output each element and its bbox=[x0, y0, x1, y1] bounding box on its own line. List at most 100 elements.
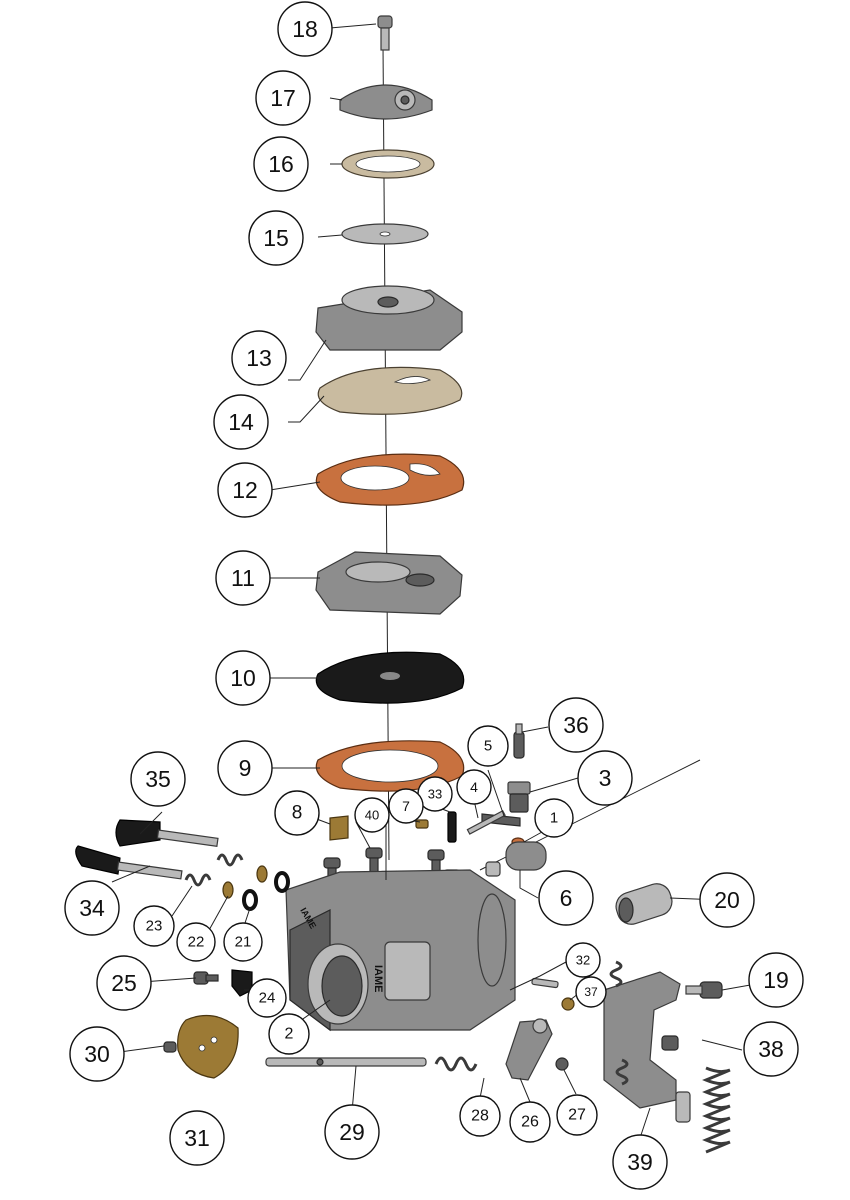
callout-5: 5 bbox=[467, 725, 509, 767]
callout-37: 37 bbox=[575, 976, 607, 1008]
callout-39: 39 bbox=[612, 1134, 668, 1190]
part-10-diaphragm bbox=[315, 651, 465, 704]
callout-2: 2 bbox=[268, 1013, 310, 1055]
part-28-return-spring bbox=[434, 1056, 478, 1072]
part-31-throttle-plate bbox=[177, 1014, 239, 1079]
callout-34: 34 bbox=[64, 880, 120, 936]
svg-text:37: 37 bbox=[584, 985, 598, 999]
callout-15: 15 bbox=[248, 210, 304, 266]
callout-27: 27 bbox=[556, 1094, 598, 1136]
svg-text:36: 36 bbox=[563, 712, 589, 738]
svg-text:4: 4 bbox=[470, 779, 478, 795]
svg-text:3: 3 bbox=[599, 765, 612, 791]
callout-6: 6 bbox=[538, 870, 594, 926]
callout-29: 29 bbox=[324, 1104, 380, 1160]
callout-3: 3 bbox=[577, 750, 633, 806]
part-8-filter bbox=[329, 815, 349, 841]
svg-text:14: 14 bbox=[228, 409, 254, 435]
part-25-screw bbox=[193, 971, 219, 985]
svg-text:34: 34 bbox=[79, 895, 105, 921]
callout-17: 17 bbox=[255, 70, 311, 126]
svg-text:31: 31 bbox=[184, 1125, 210, 1151]
svg-text:21: 21 bbox=[235, 934, 252, 951]
part-14-paper-gasket bbox=[317, 366, 463, 415]
part-4-pin bbox=[466, 810, 506, 835]
part-35-needle-screw bbox=[115, 819, 219, 847]
part-29-shaft bbox=[265, 1057, 427, 1067]
svg-text:19: 19 bbox=[763, 967, 789, 993]
callout-7: 7 bbox=[388, 788, 424, 824]
svg-text:38: 38 bbox=[758, 1036, 784, 1062]
svg-text:32: 32 bbox=[576, 953, 590, 968]
svg-text:12: 12 bbox=[232, 477, 258, 503]
part-23-spring-pair bbox=[184, 853, 244, 887]
callout-8: 8 bbox=[274, 790, 320, 836]
part-18-screw bbox=[377, 15, 393, 51]
part-main-body: IAME IAME bbox=[285, 869, 516, 1032]
callout-20: 20 bbox=[699, 872, 755, 928]
callout-36: 36 bbox=[548, 697, 604, 753]
svg-text:15: 15 bbox=[263, 225, 289, 251]
part-36-needle bbox=[513, 723, 525, 759]
part-33-spring bbox=[447, 811, 457, 843]
callout-13: 13 bbox=[231, 330, 287, 386]
part-19-screw bbox=[685, 981, 723, 999]
svg-text:33: 33 bbox=[428, 787, 442, 802]
svg-text:9: 9 bbox=[239, 755, 252, 781]
callout-25: 25 bbox=[96, 955, 152, 1011]
callout-19: 19 bbox=[748, 952, 804, 1008]
callout-32: 32 bbox=[565, 942, 601, 978]
callout-30: 30 bbox=[69, 1026, 125, 1082]
part-15-disc bbox=[341, 223, 429, 245]
svg-text:2: 2 bbox=[285, 1026, 294, 1043]
callout-18: 18 bbox=[277, 1, 333, 57]
svg-text:20: 20 bbox=[714, 887, 740, 913]
svg-text:16: 16 bbox=[268, 151, 294, 177]
callout-40: 40 bbox=[354, 797, 390, 833]
callout-31: 31 bbox=[169, 1110, 225, 1166]
callout-14: 14 bbox=[213, 394, 269, 450]
svg-text:30: 30 bbox=[84, 1041, 110, 1067]
svg-text:8: 8 bbox=[292, 803, 303, 824]
part-30-screw bbox=[163, 1041, 177, 1053]
callout-38: 38 bbox=[743, 1021, 799, 1077]
svg-text:18: 18 bbox=[292, 16, 318, 42]
svg-text:7: 7 bbox=[402, 798, 410, 814]
svg-text:5: 5 bbox=[484, 738, 492, 755]
svg-text:6: 6 bbox=[560, 885, 573, 911]
callout-24: 24 bbox=[247, 978, 287, 1018]
callout-35: 35 bbox=[130, 751, 186, 807]
part-11-pump-body bbox=[315, 551, 463, 615]
callout-9: 9 bbox=[217, 740, 273, 796]
callout-23: 23 bbox=[133, 905, 175, 947]
part-39-throttle-lever bbox=[603, 960, 691, 1123]
svg-text:22: 22 bbox=[188, 934, 205, 951]
callout-4: 4 bbox=[456, 769, 492, 805]
callout-16: 16 bbox=[253, 136, 309, 192]
callout-10: 10 bbox=[215, 650, 271, 706]
callout-22: 22 bbox=[176, 922, 216, 962]
part-27-screw bbox=[555, 1057, 569, 1071]
svg-text:29: 29 bbox=[339, 1119, 365, 1145]
svg-text:25: 25 bbox=[111, 970, 137, 996]
svg-text:1: 1 bbox=[550, 810, 558, 827]
svg-text:23: 23 bbox=[146, 918, 163, 935]
part-38-spring bbox=[661, 1035, 731, 1154]
svg-text:27: 27 bbox=[568, 1107, 586, 1124]
svg-text:28: 28 bbox=[471, 1108, 489, 1125]
svg-text:13: 13 bbox=[246, 345, 272, 371]
part-34-needle-screw bbox=[75, 845, 183, 880]
callout-1: 1 bbox=[534, 798, 574, 838]
svg-text:39: 39 bbox=[627, 1149, 653, 1175]
callout-21: 21 bbox=[223, 922, 263, 962]
svg-text:24: 24 bbox=[259, 990, 276, 1007]
svg-text:26: 26 bbox=[521, 1114, 539, 1131]
part-26-lever bbox=[505, 1018, 553, 1081]
part-16-washer bbox=[341, 149, 435, 179]
part-12-copper-gasket bbox=[315, 453, 465, 506]
callout-11: 11 bbox=[215, 550, 271, 606]
svg-text:11: 11 bbox=[231, 565, 255, 591]
part-32-pin bbox=[531, 977, 559, 989]
part-13-pump-cover bbox=[315, 285, 463, 351]
